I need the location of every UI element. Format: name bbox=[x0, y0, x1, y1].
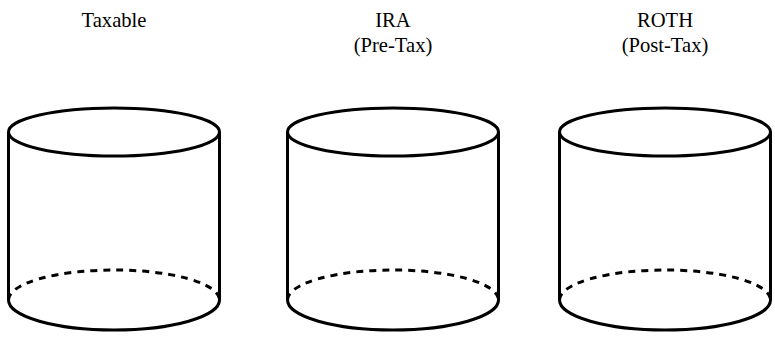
cylinder-line bbox=[560, 108, 771, 156]
account-cylinder: IRA(Pre-Tax) bbox=[286, 0, 500, 341]
account-label: (Pre-Tax) bbox=[286, 33, 500, 58]
cylinder-line bbox=[288, 108, 499, 156]
cylinder-line bbox=[288, 132, 499, 300]
account-cylinder: ROTH(Post-Tax) bbox=[558, 0, 772, 341]
cylinder-line bbox=[560, 300, 771, 330]
cylinder-line bbox=[9, 132, 220, 300]
cylinder-line bbox=[9, 108, 220, 156]
account-label: Taxable bbox=[7, 8, 221, 33]
account-label: IRA bbox=[286, 8, 500, 33]
cylinder-line bbox=[9, 270, 220, 300]
cylinder-line bbox=[288, 300, 499, 330]
label-group: Taxable bbox=[7, 8, 221, 33]
cylinder-line bbox=[288, 270, 499, 300]
account-label: (Post-Tax) bbox=[558, 33, 772, 58]
label-group: ROTH(Post-Tax) bbox=[558, 8, 772, 58]
account-cylinder: Taxable bbox=[7, 0, 221, 341]
cylinder-line bbox=[9, 300, 220, 330]
label-group: IRA(Pre-Tax) bbox=[286, 8, 500, 58]
account-label: ROTH bbox=[558, 8, 772, 33]
cylinder-outline bbox=[7, 0, 221, 341]
cylinder-line bbox=[560, 132, 771, 300]
cylinder-line bbox=[560, 270, 771, 300]
